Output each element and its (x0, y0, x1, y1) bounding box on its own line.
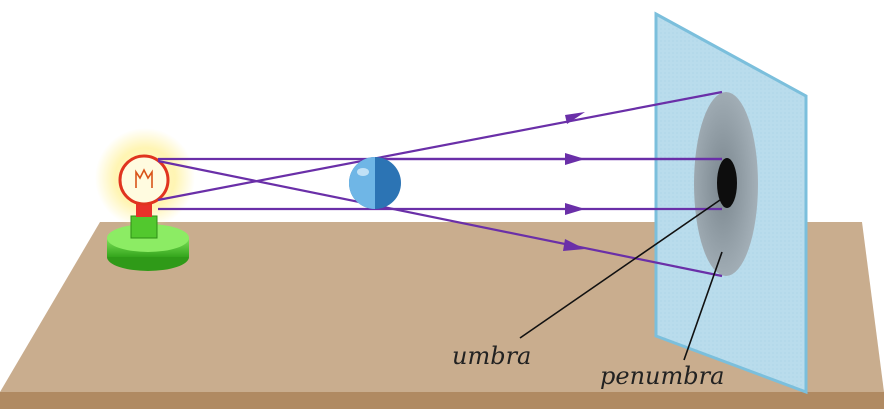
umbra-label: umbra (452, 342, 531, 370)
bulb-glass (120, 156, 168, 204)
screen (656, 14, 806, 392)
lamp-socket (131, 216, 157, 238)
light-bulb-icon (95, 128, 195, 271)
sphere-icon (349, 157, 401, 209)
ray-top-to-penumbra (158, 92, 722, 200)
sphere-highlight (357, 168, 369, 176)
table-front-edge (0, 392, 884, 409)
arrowhead-2 (565, 153, 585, 165)
arrowhead-3 (565, 203, 585, 215)
penumbra-label: penumbra (600, 362, 724, 390)
